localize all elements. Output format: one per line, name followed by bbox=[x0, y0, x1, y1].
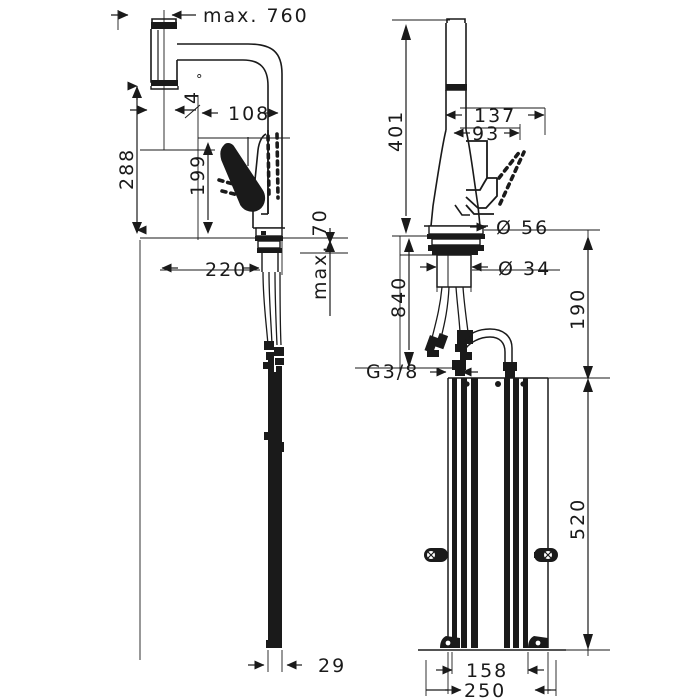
dim-840: 840 bbox=[388, 276, 410, 318]
dim-288: 288 bbox=[116, 148, 138, 190]
dim-520: 520 bbox=[567, 498, 589, 540]
dim-29: 29 bbox=[318, 655, 346, 677]
dim-137: 137 bbox=[474, 105, 516, 127]
degree-symbol: ° bbox=[196, 73, 203, 88]
side-view-dimensions bbox=[111, 10, 348, 672]
dim-dia-56: Ø 56 bbox=[496, 217, 549, 239]
front-view-geometry bbox=[418, 18, 566, 651]
dim-158: 158 bbox=[466, 660, 508, 682]
dim-401: 401 bbox=[385, 110, 407, 152]
dim-g38: G3/8 bbox=[366, 361, 419, 383]
dim-angle-4: 4 bbox=[181, 90, 203, 104]
dim-190: 190 bbox=[567, 288, 589, 330]
dim-220: 220 bbox=[205, 259, 247, 281]
dim-250: 250 bbox=[464, 680, 506, 700]
dim-dia-34: Ø 34 bbox=[498, 258, 551, 280]
dim-108: 108 bbox=[228, 103, 270, 125]
side-view-geometry bbox=[150, 18, 285, 648]
dimension-labels: max. 760 4 ° 108 288 199 220 max. 70 29 … bbox=[116, 5, 589, 700]
front-view-dimensions bbox=[355, 19, 610, 696]
dim-93: 93 bbox=[472, 123, 500, 145]
dim-199: 199 bbox=[187, 154, 209, 196]
dim-max-70: max. 70 bbox=[309, 208, 331, 300]
dim-max-760: max. 760 bbox=[203, 5, 309, 27]
